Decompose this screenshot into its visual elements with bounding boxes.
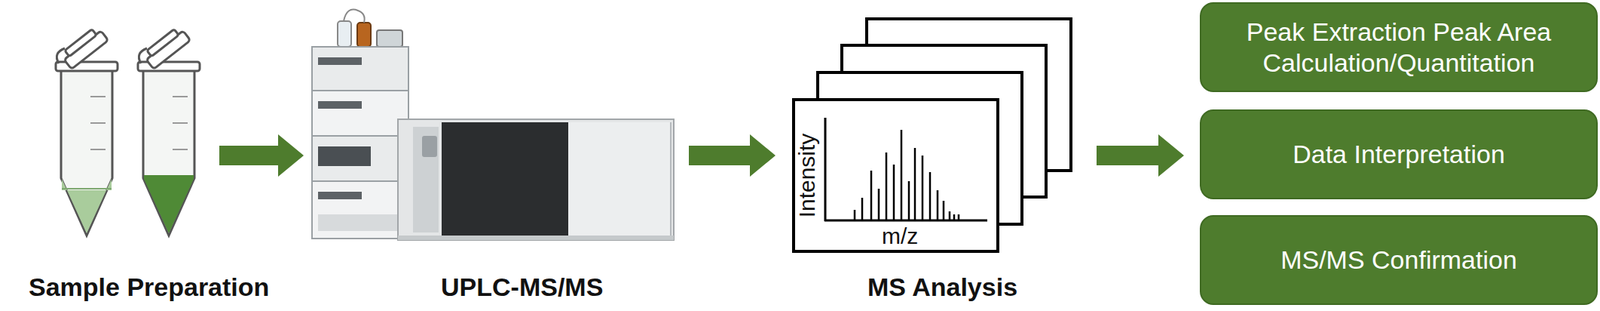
box-text: Peak Extraction Peak Area Calculation/Qu… [1219,16,1579,79]
sample-tube [55,25,118,236]
flow-arrow [688,134,776,177]
spectrum-stack [793,18,1071,251]
flow-arrow [1096,134,1184,177]
axis-label: m/z [881,223,918,248]
sample-tube [137,25,200,236]
process-box: Data Interpretation [1199,109,1598,199]
step-label: MS Analysis [867,272,1018,301]
axis-label: Intensity [794,133,820,218]
box-text: Data Interpretation [1292,138,1506,170]
box-text: MS/MS Confirmation [1280,244,1518,276]
process-box: Peak Extraction Peak Area Calculation/Qu… [1199,2,1598,92]
step-label: UPLC-MS/MS [440,272,603,301]
flow-arrow [219,134,304,177]
uplc-instrument [312,9,674,240]
process-box: MS/MS Confirmation [1199,214,1598,305]
step-label: Sample Preparation [28,272,270,301]
